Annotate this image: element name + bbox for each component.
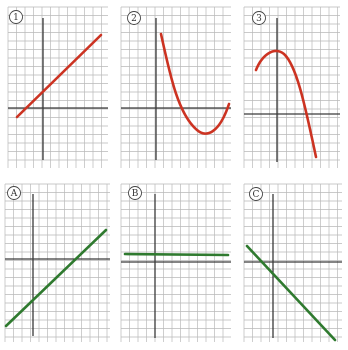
panel-label: 1 (9, 10, 23, 24)
curve (123, 252, 230, 257)
grid (120, 6, 231, 168)
panel-label: 3 (252, 11, 266, 25)
grid (4, 183, 110, 342)
svg-text:3: 3 (256, 14, 262, 24)
panel-label: C (249, 187, 263, 201)
svg-text:A: A (10, 189, 18, 199)
curve (245, 244, 337, 342)
panel-B: B (120, 183, 231, 342)
panel-label: 2 (127, 11, 141, 25)
curve (159, 32, 231, 135)
svg-text:2: 2 (131, 14, 137, 24)
curve (254, 49, 318, 159)
panel-2: 2 (120, 6, 231, 168)
svg-text:1: 1 (13, 13, 19, 23)
curve (15, 33, 103, 119)
panel-A: A (4, 183, 110, 342)
panel-C: C (243, 183, 342, 342)
grid (7, 6, 108, 168)
panel-label: B (128, 186, 142, 200)
svg-text:B: B (132, 189, 139, 199)
panel-label: A (7, 186, 21, 200)
grid (243, 6, 340, 168)
panel-1: 1 (7, 6, 108, 168)
panel-3: 3 (243, 6, 340, 168)
grid (120, 183, 231, 342)
svg-text:C: C (253, 190, 260, 200)
curve (4, 228, 108, 328)
grid (243, 183, 342, 342)
